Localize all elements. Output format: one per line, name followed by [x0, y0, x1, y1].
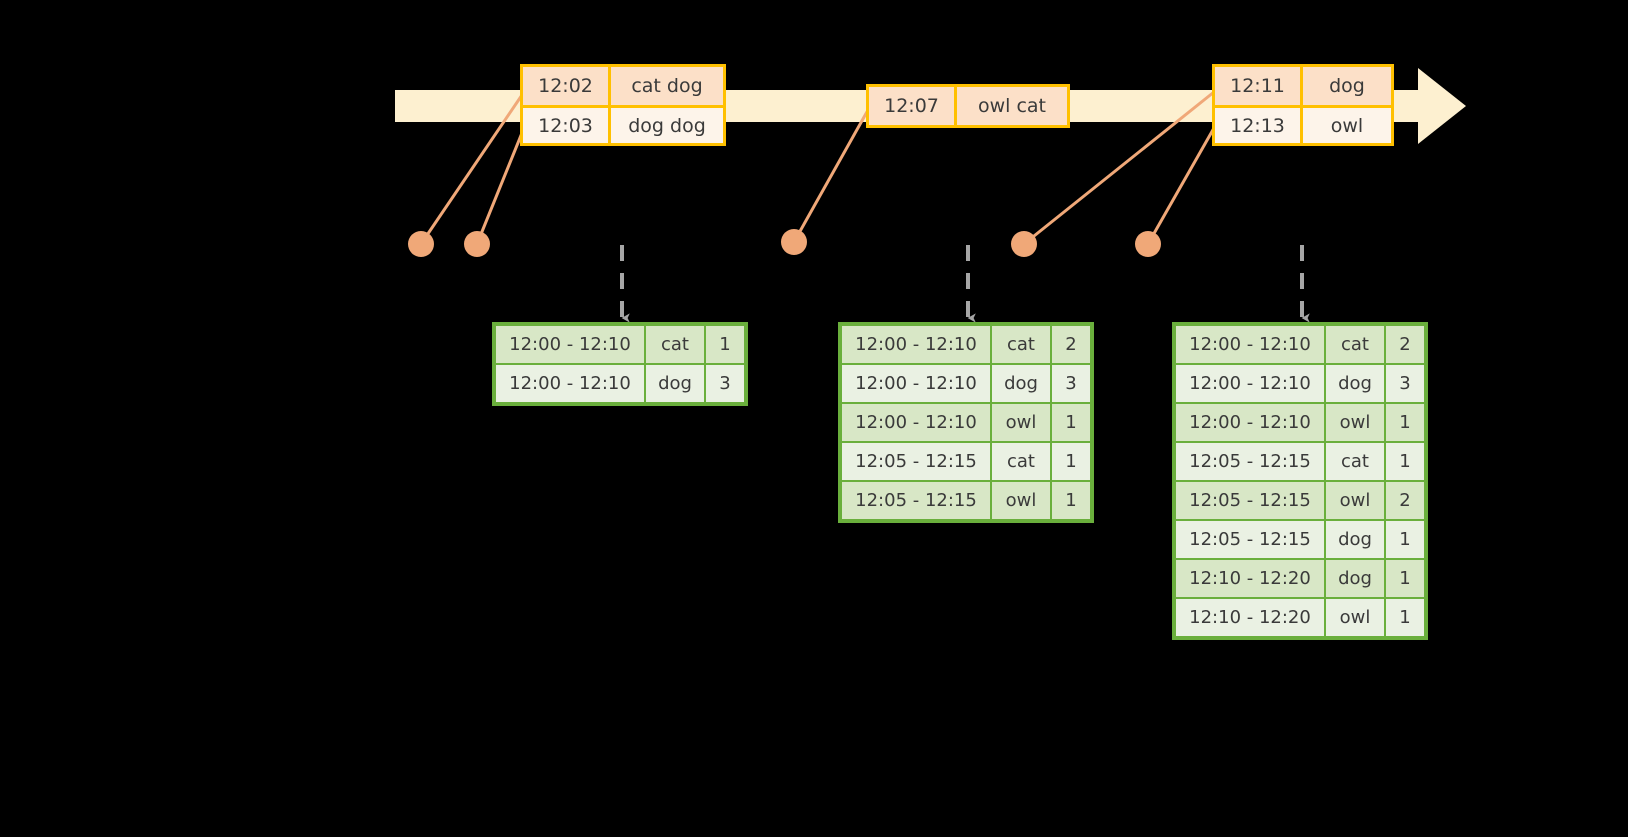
connector-12-07-dot-icon: [781, 229, 807, 255]
result-count: 1: [1386, 599, 1424, 636]
connector-12-03-line: [475, 127, 526, 245]
result-window: 12:00 - 12:10: [496, 365, 644, 402]
result-word: owl: [992, 404, 1050, 441]
event-words: dog: [1303, 67, 1391, 105]
result-count: 1: [1052, 443, 1090, 480]
connector-12-11-dot-icon: [1011, 231, 1037, 257]
result-window: 12:00 - 12:10: [1176, 404, 1324, 441]
result-count: 1: [1386, 443, 1424, 480]
result-count: 1: [1386, 560, 1424, 597]
result-count: 1: [706, 326, 744, 363]
result-count: 3: [1052, 365, 1090, 402]
event-words: cat dog: [611, 67, 723, 105]
result-window: 12:00 - 12:10: [842, 326, 990, 363]
result-word: owl: [1326, 599, 1384, 636]
result-window: 12:00 - 12:10: [1176, 365, 1324, 402]
event-time: 12:03: [523, 108, 611, 143]
result-window: 12:00 - 12:10: [496, 326, 644, 363]
result-word: cat: [992, 326, 1050, 363]
result-word: cat: [992, 443, 1050, 480]
result-word: owl: [992, 482, 1050, 519]
result-window: 12:00 - 12:10: [1176, 326, 1324, 363]
event-words: owl: [1303, 108, 1391, 143]
result-count: 1: [1386, 404, 1424, 441]
event-words: dog dog: [611, 108, 723, 143]
event-row: 12:02 cat dog: [523, 67, 723, 105]
connector-12-07-line: [792, 109, 870, 243]
result-window: 12:05 - 12:15: [842, 443, 990, 480]
result-word: owl: [1326, 482, 1384, 519]
event-box-2[interactable]: 12:07 owl cat: [866, 84, 1070, 128]
result-word: cat: [646, 326, 704, 363]
result-window: 12:05 - 12:15: [1176, 521, 1324, 558]
connector-12-13-dot-icon: [1135, 231, 1161, 257]
event-time: 12:11: [1215, 67, 1303, 105]
result-window: 12:10 - 12:20: [1176, 599, 1324, 636]
result-window: 12:10 - 12:20: [1176, 560, 1324, 597]
event-row: 12:03 dog dog: [523, 105, 723, 143]
result-count: 2: [1386, 482, 1424, 519]
result-word: dog: [992, 365, 1050, 402]
event-box-1[interactable]: 12:02 cat dog 12:03 dog dog: [520, 64, 726, 146]
connector-12-13-line: [1146, 127, 1216, 245]
result-window: 12:00 - 12:10: [842, 404, 990, 441]
result-word: dog: [1326, 365, 1384, 402]
event-time: 12:07: [869, 87, 957, 125]
result-window: 12:05 - 12:15: [1176, 443, 1324, 480]
event-time: 12:13: [1215, 108, 1303, 143]
result-word: owl: [1326, 404, 1384, 441]
event-row: 12:11 dog: [1215, 67, 1391, 105]
result-word: dog: [1326, 521, 1384, 558]
event-box-3[interactable]: 12:11 dog 12:13 owl: [1212, 64, 1394, 146]
result-word: dog: [646, 365, 704, 402]
connector-12-02-dot-icon: [408, 231, 434, 257]
event-row: 12:07 owl cat: [869, 87, 1067, 125]
event-time: 12:02: [523, 67, 611, 105]
result-count: 1: [1386, 521, 1424, 558]
timeline-arrow-head-icon: [1418, 68, 1466, 144]
result-word: cat: [1326, 443, 1384, 480]
result-count: 1: [1052, 482, 1090, 519]
result-count: 2: [1052, 326, 1090, 363]
result-word: cat: [1326, 326, 1384, 363]
connector-12-03-dot-icon: [464, 231, 490, 257]
result-window: 12:05 - 12:15: [1176, 482, 1324, 519]
event-words: owl cat: [957, 87, 1067, 125]
result-count: 2: [1386, 326, 1424, 363]
result-window: 12:05 - 12:15: [842, 482, 990, 519]
result-count: 3: [1386, 365, 1424, 402]
result-count: 1: [1052, 404, 1090, 441]
result-count: 3: [706, 365, 744, 402]
result-word: dog: [1326, 560, 1384, 597]
result-window: 12:00 - 12:10: [842, 365, 990, 402]
event-row: 12:13 owl: [1215, 105, 1391, 143]
